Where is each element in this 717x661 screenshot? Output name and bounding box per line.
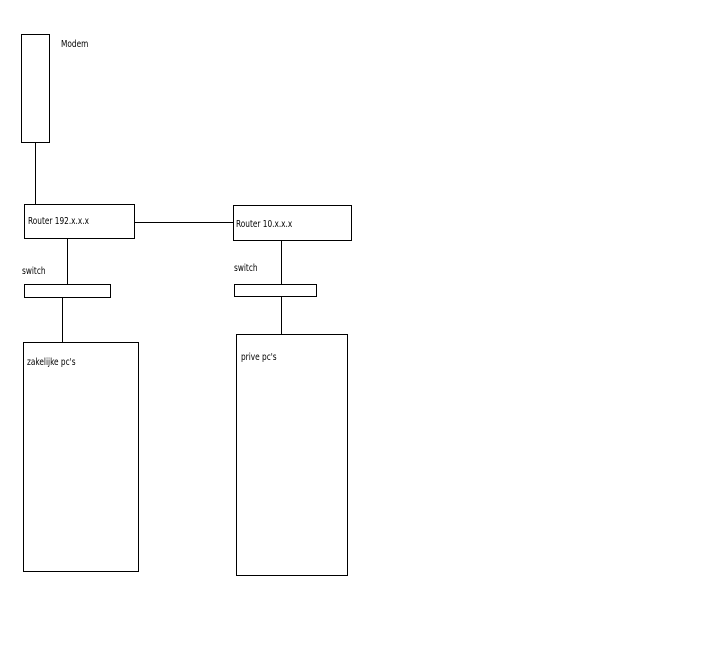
pcs-right-label: prive pc's [241, 352, 277, 363]
connector-switch-right-pcs-right [281, 297, 282, 334]
connector-modem-router-left [35, 143, 36, 204]
connector-router-left-router-right [135, 222, 233, 223]
switch-left-label: switch [22, 266, 46, 277]
router-right-label: Router 10.x.x.x [236, 219, 293, 230]
connector-switch-left-pcs-left [62, 298, 63, 342]
router-left-label: Router 192.x.x.x [28, 216, 89, 227]
switch-right-box [234, 284, 317, 297]
connector-router-right-switch-right [281, 241, 282, 284]
switch-left-box [24, 284, 111, 298]
modem-box [21, 34, 50, 143]
router-left-box [24, 204, 135, 239]
pcs-left-box [23, 342, 139, 572]
connector-router-left-switch-left [67, 239, 68, 284]
pcs-right-box [236, 334, 348, 576]
switch-right-label: switch [234, 263, 258, 274]
pcs-left-label: zakelijke pc's [27, 357, 76, 368]
modem-label: Modem [61, 39, 89, 50]
router-right-box [233, 205, 352, 241]
